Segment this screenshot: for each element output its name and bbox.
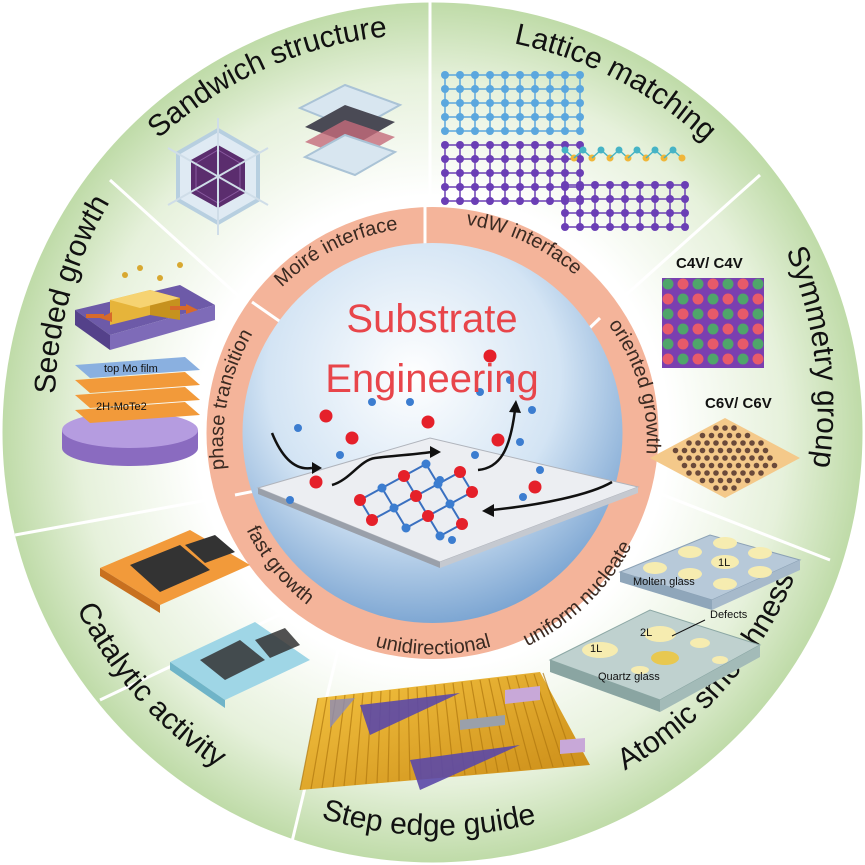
catalytic-bottom-substrate bbox=[170, 622, 310, 708]
molten-glass-label: Molten glass bbox=[633, 576, 695, 588]
two-layer-label: 2L bbox=[640, 627, 652, 639]
one-layer-label-bottom: 1L bbox=[590, 643, 602, 655]
lattice-matching-chain bbox=[561, 146, 686, 162]
floating-atoms bbox=[286, 349, 544, 544]
seeded-growth-bottom bbox=[62, 357, 200, 466]
quartz-glass-slab bbox=[548, 609, 762, 712]
hexagonal-lattice-cluster bbox=[354, 459, 478, 541]
c6v-lattice bbox=[650, 418, 800, 498]
top-mo-film-label: top Mo film bbox=[104, 363, 158, 375]
symmetry-label-c4v: C4V/ C4V bbox=[676, 255, 743, 272]
one-layer-label-top: 1L bbox=[718, 557, 730, 569]
center-title-line2: Engineering bbox=[325, 357, 539, 401]
lattice-matching-grid-bottom bbox=[561, 181, 689, 231]
c4v-lattice bbox=[662, 278, 764, 368]
center-title-line1: Substrate bbox=[346, 297, 517, 341]
symmetry-label-c6v: C6V/ C6V bbox=[705, 395, 772, 412]
quartz-glass-label: Quartz glass bbox=[598, 671, 660, 683]
step-edge-substrate bbox=[299, 672, 590, 791]
molten-glass-slab bbox=[618, 534, 802, 610]
defects-label: Defects bbox=[710, 609, 748, 621]
mote2-label: 2H-MoTe2 bbox=[96, 401, 147, 413]
lattice-matching-grid-top bbox=[441, 71, 584, 205]
catalytic-top-substrate bbox=[100, 530, 250, 613]
flow-arrows bbox=[270, 409, 613, 512]
arrow-heads bbox=[312, 400, 521, 517]
seeded-growth-top bbox=[75, 262, 215, 350]
sandwich-illustration bbox=[167, 83, 403, 235]
